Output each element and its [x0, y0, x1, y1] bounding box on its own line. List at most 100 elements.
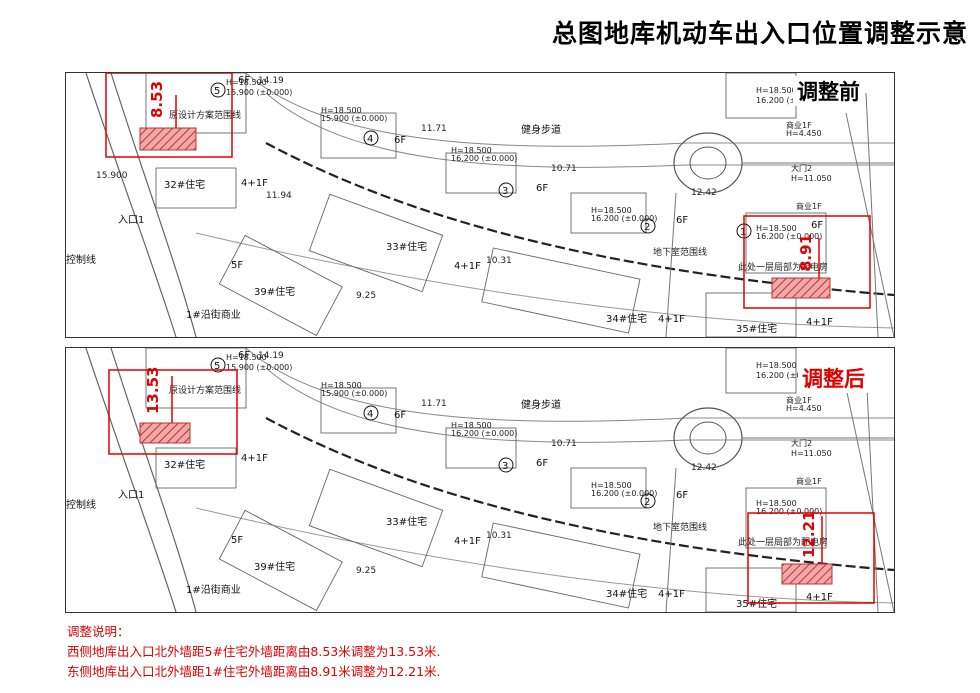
basement-line-label: 地下室范围线: [653, 521, 707, 533]
dimension-label: 12.42: [691, 463, 717, 473]
building-name-39: 39#住宅: [254, 285, 295, 298]
floors-label: 4+1F: [454, 261, 481, 272]
control-line-label: 控制线: [66, 498, 96, 511]
building-name-32: 32#住宅: [164, 458, 205, 471]
local-note: 此处一层局部为配电房: [738, 536, 828, 548]
building-name-32: 32#住宅: [164, 178, 205, 191]
label-height: H=18.500: [756, 86, 797, 95]
label-elevation: 16.200 (±0.000): [451, 429, 517, 438]
floors-label: 4+1F: [806, 317, 833, 328]
building-number-1: 1: [740, 227, 746, 238]
floors-label: 6F: [536, 183, 548, 194]
label-elevation: 15.900 (±0.000): [321, 389, 387, 398]
dimension-label: 10.31: [486, 531, 512, 541]
label-elevation: H=11.050: [791, 449, 832, 458]
building-number-3: 3: [502, 186, 508, 197]
east-entrance-highlight: [743, 215, 871, 309]
label-elevation: H=4.450: [786, 129, 822, 138]
basement-line-label: 地下室范围线: [653, 246, 707, 258]
label-commercial: 商业1F: [786, 120, 812, 130]
dimension-label: 10.71: [551, 164, 577, 174]
path-label: 健身步道: [521, 398, 561, 411]
west-ramp: [139, 127, 197, 151]
local-note: 此处一层局部为配电房: [738, 261, 828, 273]
entrance-label: 入口1: [118, 490, 144, 501]
building-number-2: 2: [644, 222, 650, 233]
scheme-line-label: 原设计方案范围线: [169, 109, 241, 121]
entrance-label: 入口1: [118, 215, 144, 226]
label-elevation: 16.200 (±0.000): [756, 371, 822, 380]
label-height: H=18.500: [321, 381, 362, 390]
label-elevation: 16.200 (±0.000): [591, 214, 657, 223]
floors-label: 4+1F: [241, 453, 268, 464]
floors-label: 6F: [394, 410, 406, 421]
label-height: H=18.500: [756, 361, 797, 370]
building-name-39: 39#住宅: [254, 560, 295, 573]
label-height: H=18.500: [451, 146, 492, 155]
east-ramp: [781, 563, 833, 585]
building-number-2: 2: [644, 497, 650, 508]
page-title: 总图地库机动车出入口位置调整示意: [551, 19, 968, 48]
west-distance: 13.53: [144, 367, 162, 414]
floors-label: 6F: [394, 135, 406, 146]
notes-heading: 调整说明：: [67, 624, 130, 639]
site-plan-drawing: H=18.500 15.900 (±0.000) H=18.500 15.900…: [66, 348, 894, 612]
building-name-34: 34#住宅: [606, 312, 647, 325]
dimension-label: 11.71: [421, 399, 447, 409]
label-elevation: 16.200 (±0.000): [756, 507, 822, 516]
label-height: H=18.500: [591, 206, 632, 215]
label-height: H=18.500: [591, 481, 632, 490]
east-entrance-highlight: [747, 512, 875, 604]
site-plan-after: H=18.500 15.900 (±0.000) H=18.500 15.900…: [65, 347, 895, 613]
label-height: H=18.500: [321, 106, 362, 115]
floors-label: 4+1F: [658, 314, 685, 325]
dimension-label: 11.71: [421, 124, 447, 134]
dimension-label: 14.19: [258, 351, 284, 361]
building-name-35: 35#住宅: [736, 322, 777, 335]
label-elevation: 16.200 (±0.000): [756, 232, 822, 241]
label-elevation: H=4.450: [786, 404, 822, 413]
shop-name: 1#沿街商业: [186, 583, 241, 596]
label-elevation: 16.200 (±0.000): [591, 489, 657, 498]
stage-label-after: 调整后: [798, 363, 869, 393]
floors-label: 6F: [238, 75, 250, 86]
building-name-34: 34#住宅: [606, 587, 647, 600]
dimension-label: 12.42: [691, 188, 717, 198]
floors-label: 4+1F: [241, 178, 268, 189]
east-ramp: [771, 277, 831, 299]
dimension-label: 10.71: [551, 439, 577, 449]
building-number-4: 4: [367, 409, 373, 420]
floors-label: 4+1F: [806, 592, 833, 603]
dimension-label: 14.19: [258, 76, 284, 86]
dimension-label: 10.31: [486, 256, 512, 266]
west-ramp: [139, 422, 191, 444]
site-plan-drawing: H=18.500 15.900 (±0.000) H=18.500 15.900…: [66, 73, 894, 337]
label-elevation: 16.200 (±0.000): [451, 154, 517, 163]
notes-line-west: 西侧地库出入口北外墙距5#住宅外墙距离由8.53米调整为13.53米.: [67, 644, 441, 659]
building-number-3: 3: [502, 461, 508, 472]
floors-label: 6F: [238, 350, 250, 361]
building-name-33: 33#住宅: [386, 240, 427, 253]
floors-label: 6F: [676, 490, 688, 501]
floors-label: 4+1F: [454, 536, 481, 547]
floors-label: 6F: [536, 458, 548, 469]
building-number-5: 5: [214, 361, 220, 372]
building-name-33: 33#住宅: [386, 515, 427, 528]
label-commercial: 商业1F: [796, 201, 822, 211]
label-elevation: 16.200 (±0.000): [756, 96, 822, 105]
path-label: 健身步道: [521, 123, 561, 136]
label-elevation: 15.900 (±0.000): [226, 363, 292, 372]
shop-name: 1#沿街商业: [186, 308, 241, 321]
notes-line-east: 东侧地库出入口北外墙距1#住宅外墙距离由8.91米调整为12.21米.: [67, 664, 441, 679]
label-height: H=18.500: [451, 421, 492, 430]
dimension-label: 15.900: [96, 171, 128, 181]
floors-label: 6F: [811, 220, 823, 231]
label-height: H=18.500: [756, 499, 797, 508]
west-entrance-highlight: [105, 73, 233, 158]
scheme-line-label: 原设计方案范围线: [169, 384, 241, 396]
floors-label: 5F: [231, 260, 243, 271]
label-commercial: 商业1F: [796, 476, 822, 486]
adjustment-notes: 调整说明： 西侧地库出入口北外墙距5#住宅外墙距离由8.53米调整为13.53米…: [67, 622, 441, 682]
dimension-label: 11.94: [266, 191, 292, 201]
label-height: H=18.500: [226, 78, 267, 87]
